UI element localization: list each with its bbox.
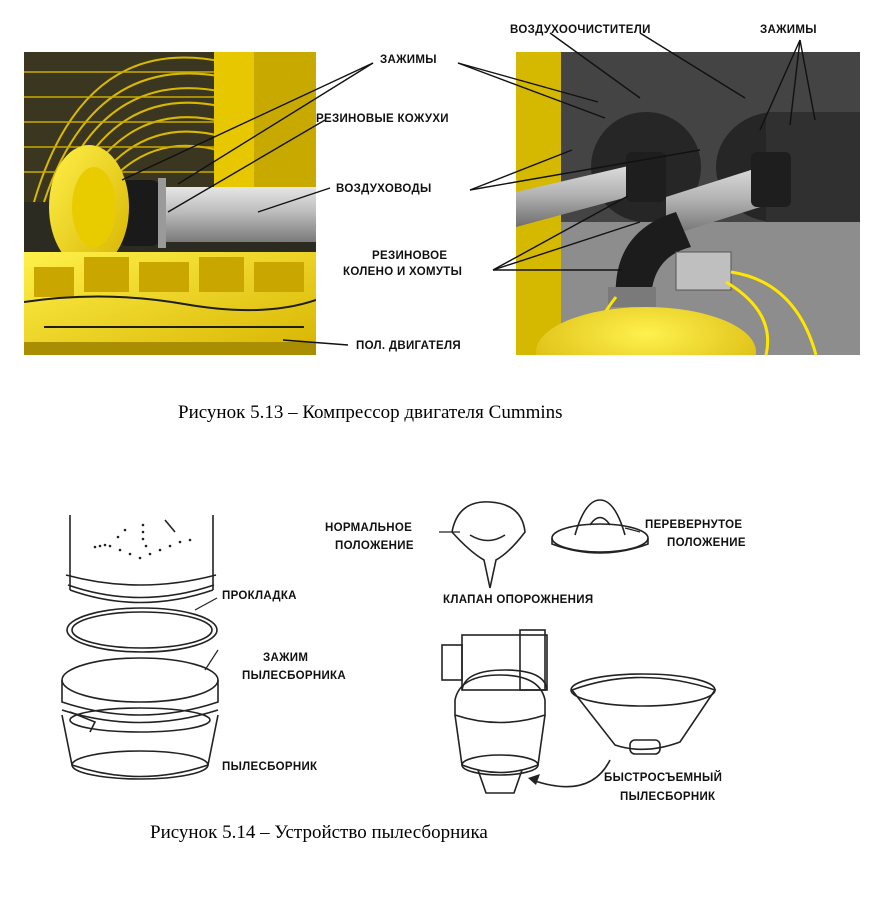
label-normal-line1: НОРМАЛЬНОЕ [325, 522, 413, 534]
label-quick-line2: ПЫЛЕСБОРНИК [620, 791, 716, 803]
label-air-cleaners: ВОЗДУХООЧИСТИТЕЛИ [510, 24, 651, 36]
label-rubber-elbow-line1: РЕЗИНОВОЕ [372, 250, 448, 262]
figure-13-caption: Рисунок 5.13 – Компрессор двигателя Cumm… [178, 402, 563, 423]
label-clamp-line1: ЗАЖИМ [263, 652, 309, 664]
label-inverted-line1: ПЕРЕВЕРНУТОЕ [645, 519, 743, 531]
figure-14-caption: Рисунок 5.14 – Устройство пылесборника [150, 822, 488, 843]
label-gasket: ПРОКЛАДКА [222, 590, 297, 602]
engine-photo-left [24, 52, 316, 355]
dust-collector-diagram [61, 499, 717, 794]
label-clamp-line2: ПЫЛЕСБОРНИКА [242, 670, 346, 682]
label-inverted-line2: ПОЛОЖЕНИЕ [667, 537, 746, 549]
label-quick-line1: БЫСТРОСЪЕМНЫЙ [604, 772, 723, 784]
label-rubber-boots: РЕЗИНОВЫЕ КОЖУХИ [316, 113, 449, 125]
label-air-ducts: ВОЗДУХОВОДЫ [336, 183, 432, 195]
figure-13-leader-lines [121, 32, 816, 346]
engine-photo-right [516, 52, 860, 355]
label-engine-floor: ПОЛ. ДВИГАТЕЛЯ [356, 340, 461, 352]
label-normal-line2: ПОЛОЖЕНИЕ [335, 540, 414, 552]
label-dust-collector: ПЫЛЕСБОРНИК [222, 761, 318, 773]
label-clamps-right: ЗАЖИМЫ [760, 24, 817, 36]
label-rubber-elbow-line2: КОЛЕНО И ХОМУТЫ [343, 266, 463, 278]
label-clamps-left: ЗАЖИМЫ [380, 54, 437, 66]
label-drain-valve: КЛАПАН ОПОРОЖНЕНИЯ [443, 594, 594, 606]
